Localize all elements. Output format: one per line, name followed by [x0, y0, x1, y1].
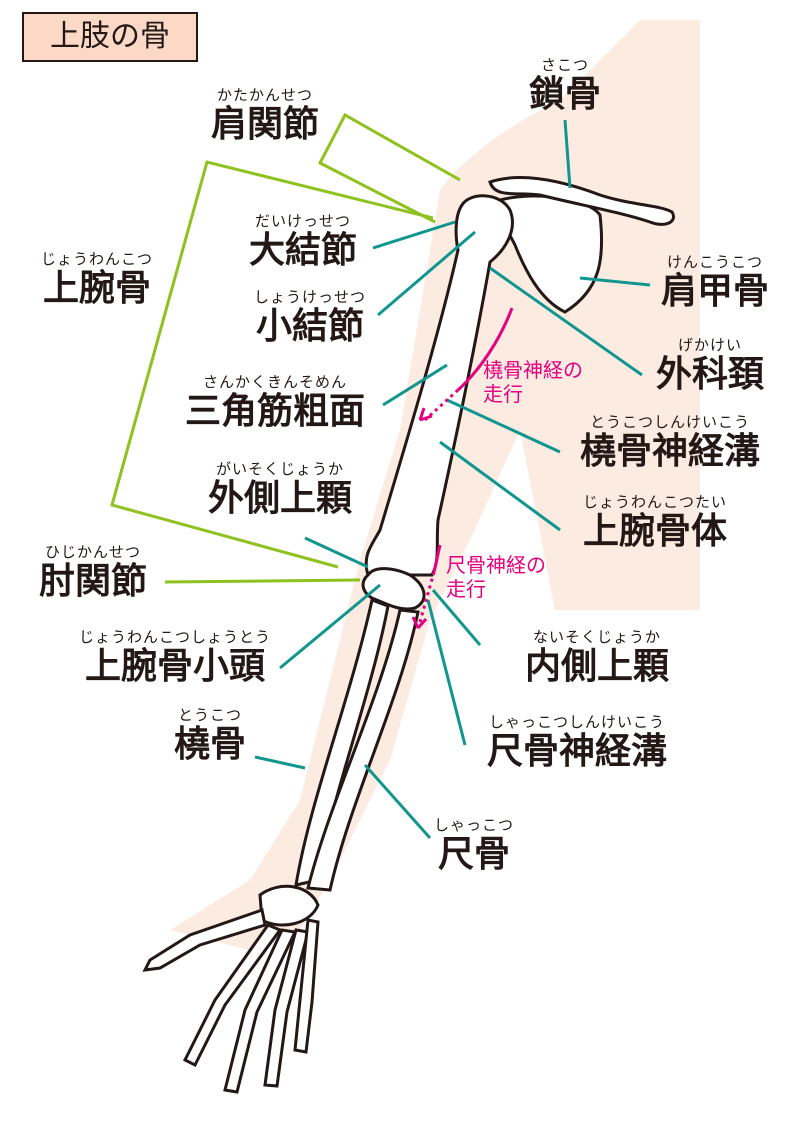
ruby: だいけっせつ: [254, 212, 352, 230]
name: 上腕骨体: [582, 511, 728, 552]
ulnar-nerve-label: 尺骨神経の走行: [446, 553, 546, 601]
ruby: かたかんせつ: [216, 86, 314, 104]
name: 鎖骨: [528, 74, 602, 115]
name: 肘関節: [38, 561, 148, 602]
label-shoulder-joint: かたかんせつ肩関節: [211, 86, 319, 146]
label-radius: とうこつ橈骨: [174, 706, 246, 766]
name: 尺骨: [437, 834, 511, 875]
name: 肩甲骨: [660, 271, 770, 312]
label-elbow-joint: ひじかんせつ肘関節: [39, 543, 147, 603]
elbow-condyles: [361, 567, 426, 611]
name: 上腕骨小頭: [84, 646, 266, 687]
line2: 走行: [446, 577, 486, 601]
clavicle-bone: [488, 176, 675, 226]
name: 橈骨神経溝: [579, 431, 761, 472]
label-scapula: けんこうこつ肩甲骨: [661, 253, 769, 313]
page-title: 上肢の骨: [22, 12, 198, 62]
ruby: じょうわんこつしょうとう: [78, 628, 272, 646]
label-medial-epicondyle: ないそくじょうか内側上顆: [525, 628, 669, 688]
label-humerus: じょうわんこつ上腕骨: [41, 250, 153, 310]
ruby: しょうけっせつ: [253, 288, 367, 306]
ruby: しゃっこつ: [433, 816, 515, 834]
ruby: じょうわんこつ: [40, 250, 154, 268]
line1: 尺骨神経の: [446, 553, 546, 577]
label-capitulum: じょうわんこつしょうとう上腕骨小頭: [79, 628, 271, 688]
name: 上腕骨: [42, 268, 152, 309]
nerve-paths: [411, 307, 514, 629]
label-deltoid-tuberosity: さんかくきんそめん三角筋粗面: [185, 373, 365, 433]
label-greater-tubercle: だいけっせつ大結節: [249, 212, 357, 272]
ruby: げかけい: [677, 336, 743, 354]
name: 外科頚: [655, 354, 765, 395]
joint-pointer-lines: [110, 112, 461, 584]
radial-nerve-label: 橈骨神経の走行: [483, 358, 583, 406]
label-humerus-body: じょうわんこつたい上腕骨体: [583, 493, 727, 553]
ruby: さこつ: [540, 56, 590, 74]
name: 橈骨: [173, 724, 247, 765]
hand-bones: [142, 884, 320, 1094]
ulna-bone: [306, 608, 420, 892]
label-lateral-epicondyle: がいそくじょうか外側上顆: [208, 460, 352, 520]
ruby: とうこつしんけいこう: [589, 413, 751, 431]
label-clavicle: さこつ鎖骨: [529, 56, 601, 116]
name: 尺骨神経溝: [486, 731, 668, 772]
ruby: じょうわんこつたい: [582, 493, 728, 511]
line2: 走行: [483, 382, 523, 406]
ruby: ないそくじょうか: [532, 628, 662, 646]
label-radial-groove: とうこつしんけいこう橈骨神経溝: [580, 413, 760, 473]
name: 三角筋粗面: [184, 391, 366, 432]
label-surgical-neck: げかけい外科頚: [656, 336, 764, 396]
name: 内側上顆: [524, 646, 670, 687]
name: 大結節: [248, 230, 358, 271]
name: 肩関節: [210, 104, 320, 145]
ruby: さんかくきんそめん: [202, 373, 348, 391]
ruby: がいそくじょうか: [215, 460, 345, 478]
ruby: ひじかんせつ: [44, 543, 142, 561]
radius-bone: [294, 597, 390, 887]
line1: 橈骨神経の: [483, 358, 583, 382]
ruby: けんこうこつ: [666, 253, 764, 271]
ruby: とうこつ: [177, 706, 243, 724]
ruby: しゃっこつしんけいこう: [488, 713, 666, 731]
name: 外側上顆: [207, 478, 353, 519]
label-ulna: しゃっこつ尺骨: [434, 816, 514, 876]
label-lesser-tubercle: しょうけっせつ小結節: [254, 288, 366, 348]
label-ulnar-groove: しゃっこつしんけいこう尺骨神経溝: [487, 713, 667, 773]
part-pointer-lines: [254, 119, 651, 839]
name: 小結節: [255, 306, 365, 347]
